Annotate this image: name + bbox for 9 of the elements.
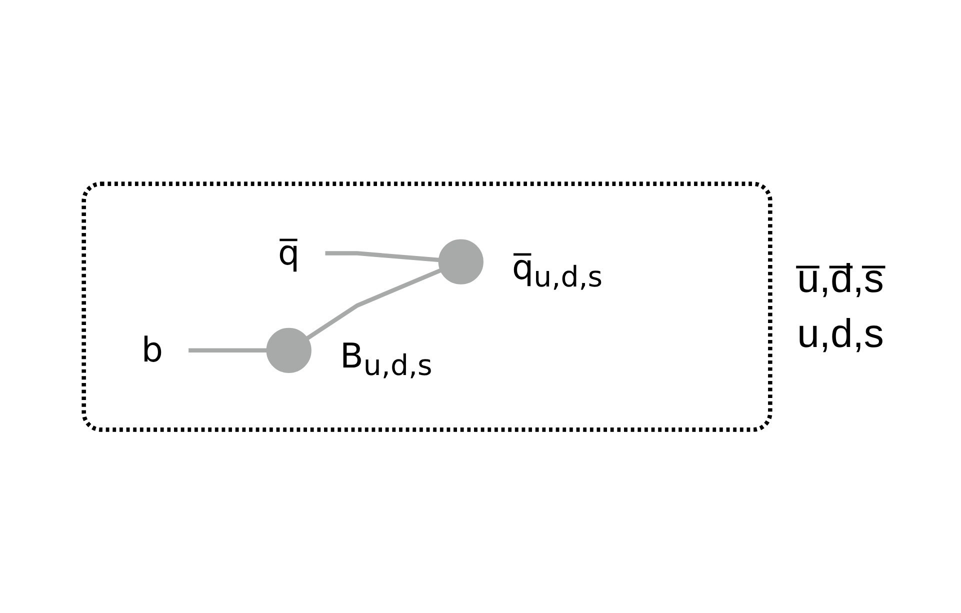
cluster <box>82 181 772 432</box>
flavor-label: u,d,s <box>797 312 884 356</box>
node-label: q̅$_{u,d,s}$ <box>512 248 603 294</box>
node-label: B$_{u,d,s}$ <box>340 336 432 382</box>
node-circle <box>266 328 312 373</box>
flavor-label: u̅,d̅,s̅ <box>797 256 884 302</box>
node-text: b <box>142 330 164 370</box>
node-circle <box>438 238 484 284</box>
node-text: q̅ <box>278 233 300 273</box>
